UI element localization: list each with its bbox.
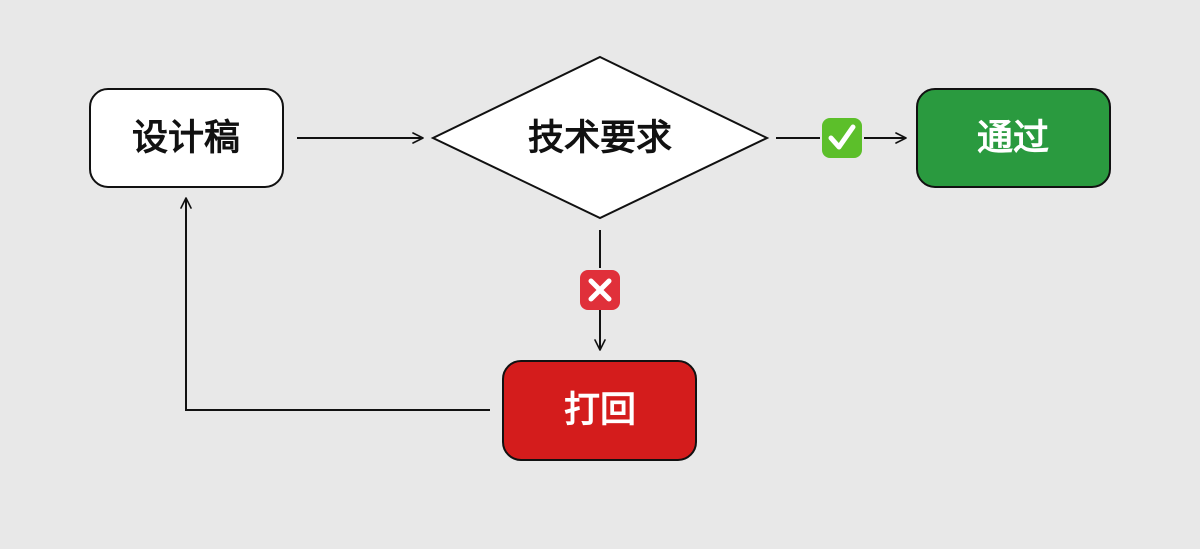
node-tech-requirements-label: 技术要求: [528, 118, 672, 159]
cross-mark-icon: [580, 270, 620, 310]
node-reject-label: 打回: [564, 390, 636, 431]
check-mark-icon: [822, 118, 862, 158]
node-pass[interactable]: 通过: [916, 88, 1111, 188]
node-tech-requirements-diamond: [430, 55, 770, 220]
node-reject[interactable]: 打回: [502, 360, 697, 461]
node-pass-label: 通过: [977, 118, 1049, 159]
node-tech-requirements[interactable]: 技术要求: [430, 55, 770, 220]
node-design-draft[interactable]: 设计稿: [89, 88, 284, 188]
node-design-draft-label: 设计稿: [132, 118, 240, 159]
arrow-reject-to-design: [180, 197, 490, 411]
node-pass-box: [916, 88, 1111, 188]
node-reject-box: [502, 360, 697, 461]
node-design-draft-box: [89, 88, 284, 188]
